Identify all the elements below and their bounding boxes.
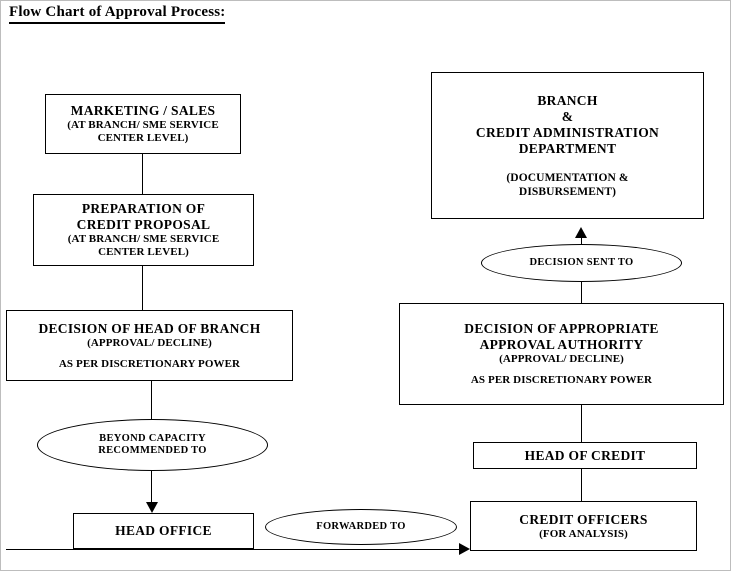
node-decision-head-of-branch[interactable]: DECISION OF HEAD OF BRANCH (APPROVAL/ DE… [6, 310, 293, 381]
node-branch-credit-administration[interactable]: BRANCH & CREDIT ADMINISTRATION DEPARTMEN… [431, 72, 704, 219]
node-decision-branch-title: DECISION OF HEAD OF BRANCH [38, 320, 261, 336]
node-preparation-credit-proposal[interactable]: PREPARATION OF CREDIT PROPOSAL (AT BRANC… [33, 194, 254, 266]
connector-approval-authority-to-head-of-credit [581, 405, 582, 442]
node-head-office[interactable]: HEAD OFFICE [73, 513, 254, 549]
connector-preparation-to-decision-branch [142, 266, 143, 310]
node-preparation-title: PREPARATION OF CREDIT PROPOSAL [76, 201, 211, 232]
connector-node-decision-sent-to[interactable]: DECISION SENT TO [481, 244, 682, 282]
connector-node-forwarded-to[interactable]: FORWARDED TO [265, 509, 457, 545]
connector-marketing-to-preparation [142, 154, 143, 194]
node-approval-authority-note: AS PER DISCRETIONARY POWER [470, 374, 653, 386]
connector-node-beyond-capacity[interactable]: BEYOND CAPACITY RECOMMENDED TO [37, 419, 268, 471]
node-decision-branch-note: AS PER DISCRETIONARY POWER [58, 357, 241, 370]
node-decision-approval-authority[interactable]: DECISION OF APPROPRIATE APPROVAL AUTHORI… [399, 303, 724, 405]
connector-node-decision-sent-to-label: DECISION SENT TO [529, 256, 634, 268]
node-head-office-title: HEAD OFFICE [115, 523, 212, 538]
connector-decision-sent-to-branch [581, 237, 582, 247]
node-head-of-credit[interactable]: HEAD OF CREDIT [473, 442, 697, 469]
node-marketing-sales-subtitle: (AT BRANCH/ SME SERVICE CENTER LEVEL) [67, 119, 219, 144]
connector-head-office-to-credit-officers [6, 549, 466, 550]
node-branch-cad-note: (DOCUMENTATION & DISBURSEMENT) [506, 171, 629, 198]
node-credit-officers-subtitle: (FOR ANALYSIS) [539, 527, 628, 540]
arrow-right-icon-credit-officers [459, 543, 470, 555]
connector-beyond-capacity-to-head-office [151, 469, 152, 505]
node-preparation-subtitle: (AT BRANCH/ SME SERVICE CENTER LEVEL) [67, 233, 220, 258]
node-credit-officers[interactable]: CREDIT OFFICERS (FOR ANALYSIS) [470, 501, 697, 551]
node-branch-cad-title: BRANCH & CREDIT ADMINISTRATION DEPARTMEN… [475, 92, 660, 156]
node-credit-officers-title: CREDIT OFFICERS [519, 511, 648, 527]
connector-approval-authority-to-decision-sent [581, 277, 582, 305]
node-approval-authority-subtitle: (APPROVAL/ DECLINE) [499, 353, 624, 365]
node-head-of-credit-title: HEAD OF CREDIT [524, 447, 646, 463]
node-approval-authority-title: DECISION OF APPROPRIATE APPROVAL AUTHORI… [464, 321, 659, 352]
arrow-up-icon-branch-cad [575, 227, 587, 238]
node-marketing-sales[interactable]: MARKETING / SALES (AT BRANCH/ SME SERVIC… [45, 94, 241, 154]
node-marketing-sales-title: MARKETING / SALES [70, 103, 216, 118]
connector-node-forwarded-to-label: FORWARDED TO [316, 520, 406, 532]
connector-head-of-credit-to-credit-officers [581, 469, 582, 501]
arrow-down-icon-head-office [146, 502, 158, 513]
page-title: Flow Chart of Approval Process: [9, 3, 226, 24]
node-decision-branch-subtitle: (APPROVAL/ DECLINE) [87, 336, 212, 349]
connector-decision-branch-to-beyond-capacity [151, 381, 152, 421]
connector-node-beyond-capacity-label: BEYOND CAPACITY RECOMMENDED TO [98, 432, 207, 457]
